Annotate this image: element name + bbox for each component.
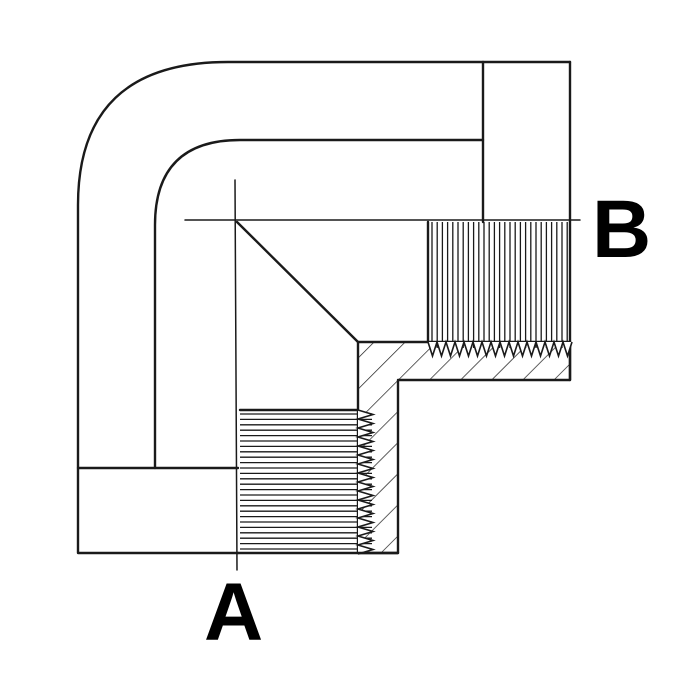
outer-wall: [76, 60, 572, 555]
thread-a-teeth: [355, 409, 376, 555]
centerline-a: [234, 179, 238, 571]
thread-b-teeth: [427, 339, 573, 359]
thread-b: [431, 222, 568, 348]
section-wall-hatched: [356, 340, 572, 555]
label-b: B: [592, 184, 651, 275]
section-diagonal: [235, 220, 360, 344]
thread-a: [240, 413, 372, 550]
label-a: A: [204, 567, 263, 658]
inner-wall: [153, 138, 485, 470]
